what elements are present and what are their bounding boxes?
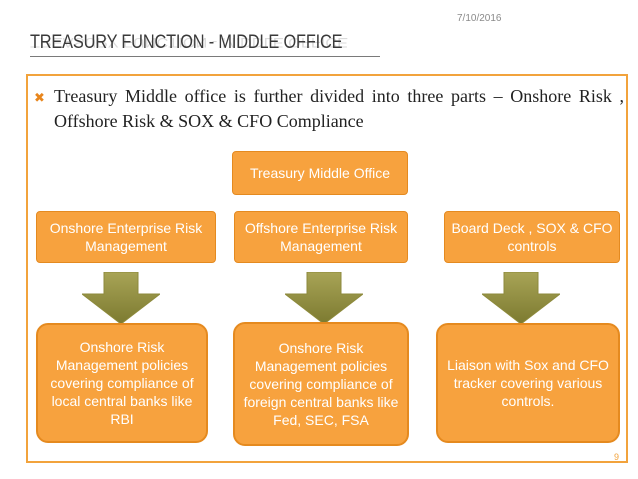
branch-heading-label: Offshore Enterprise Risk Management [244,220,398,254]
title-group: TREASURY FUNCTION - MIDDLE OFFICE TREASU… [30,32,393,72]
branch-heading-offshore: Offshore Enterprise Risk Management [234,211,408,263]
branch-detail-label: Onshore Risk Management policies coverin… [50,339,194,427]
bullet-point: ✖ Treasury Middle office is further divi… [34,84,624,134]
branch-heading-label: Onshore Enterprise Risk Management [49,220,203,254]
root-node-label: Treasury Middle Office [249,165,391,181]
bullet-x-icon: ✖ [34,90,45,105]
root-node: Treasury Middle Office [232,151,408,195]
bullet-text: Treasury Middle office is further divide… [54,86,624,131]
branch-detail-board-deck: Liaison with Sox and CFO tracker coverin… [436,323,620,443]
title-divider [30,56,380,57]
branch-detail-offshore: Onshore Risk Management policies coverin… [233,322,409,446]
down-arrow-icon [285,272,363,324]
branch-heading-onshore: Onshore Enterprise Risk Management [36,211,216,263]
page-number: 9 [614,452,620,462]
content-frame [26,74,628,463]
branch-detail-label: Onshore Risk Management policies coverin… [243,340,399,428]
slide-title-reflection: TREASURY FUNCTION - MIDDLE OFFICE [30,34,349,50]
slide-date: 7/10/2016 [457,13,502,24]
branch-heading-board-deck: Board Deck , SOX & CFO controls [444,211,620,263]
slide-title: TREASURY FUNCTION - MIDDLE OFFICE [30,32,343,53]
down-arrow-icon [482,272,560,324]
branch-heading-label: Board Deck , SOX & CFO controls [451,220,613,254]
branch-detail-onshore: Onshore Risk Management policies coverin… [36,323,208,443]
down-arrow-icon [82,272,160,324]
branch-detail-label: Liaison with Sox and CFO tracker coverin… [447,357,609,409]
